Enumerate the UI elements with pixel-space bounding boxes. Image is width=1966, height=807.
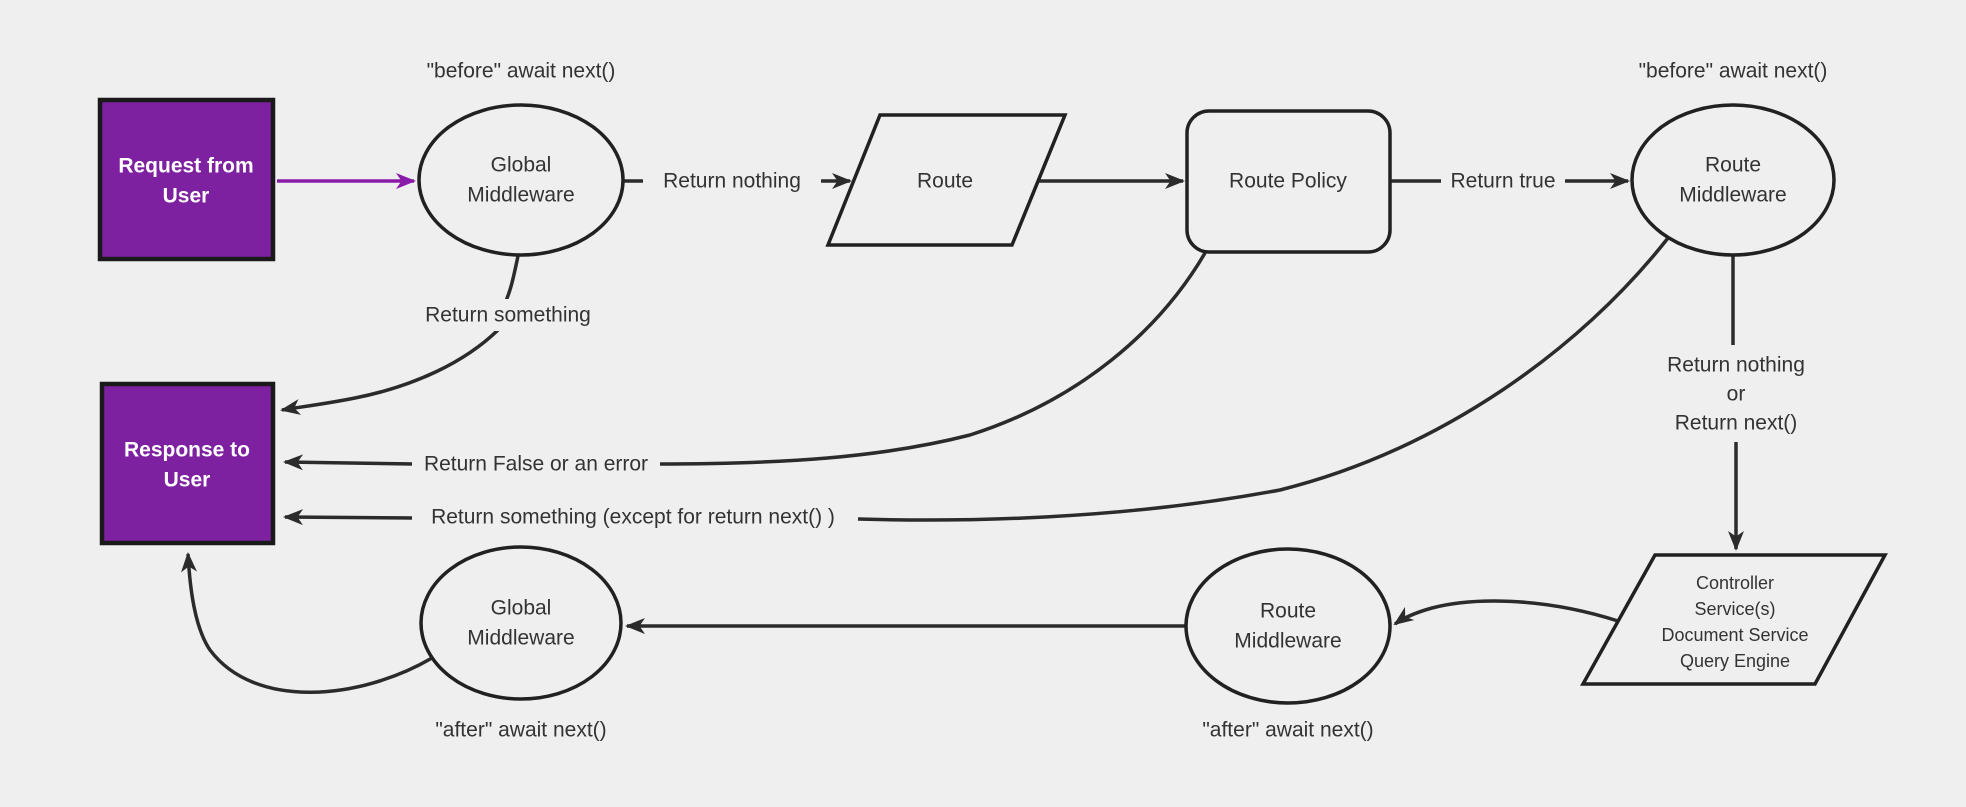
route-middleware-top-ellipse [1630, 103, 1836, 257]
response-to-user-box [99, 381, 276, 546]
edge-route-policy-return-false-curve [657, 252, 1207, 466]
label-bg-return-something [410, 299, 606, 331]
node-controller-services: Controller Service(s) Document Service Q… [1580, 553, 1888, 686]
label-return-something: Return something [425, 304, 591, 327]
label-return-false: Return False or an error [424, 453, 648, 476]
label-return-nothing-or-line1: Return nothing [1667, 354, 1805, 377]
label-return-something-except: Return something (except for return next… [431, 506, 835, 529]
global-middleware-bottom-label-line2: Middleware [467, 627, 574, 650]
controller-label-line2: Service(s) [1694, 599, 1775, 619]
route-middleware-bottom-label-line2: Middleware [1234, 630, 1341, 653]
global-middleware-bottom-label-line1: Global [491, 597, 552, 620]
label-bg-return-nothing-or [1648, 349, 1824, 441]
response-to-user-label-line1: Response to [124, 439, 250, 462]
edge-global-middleware-return-something-upper [503, 255, 520, 304]
edge-global-middleware-return-something-lower [280, 328, 500, 415]
route-policy-rect [1185, 109, 1392, 254]
label-bg-return-false [412, 448, 660, 480]
edge-route-middleware-return-something-arrow [283, 509, 415, 526]
node-route-middleware-bottom: Route Middleware [1184, 547, 1392, 705]
request-from-user-box [97, 97, 276, 262]
label-after-await-next-right: "after" await next() [1202, 719, 1373, 742]
node-global-middleware-bottom: Global Middleware [419, 545, 623, 701]
controller-label-line4: Query Engine [1680, 651, 1790, 671]
label-return-nothing-or-line2: or [1727, 383, 1746, 406]
route-middleware-bottom-label-line1: Route [1260, 600, 1316, 623]
edge-route-policy-return-false-arrow [283, 454, 415, 471]
controller-parallelogram [1580, 553, 1888, 686]
node-route-middleware-top: Route Middleware [1630, 103, 1836, 257]
global-middleware-top-ellipse [417, 103, 625, 257]
route-middleware-top-label-line2: Middleware [1679, 184, 1786, 207]
edge-global-middleware-bottom-to-response [181, 552, 433, 694]
label-after-await-next-left: "after" await next() [435, 719, 606, 742]
route-middleware-top-label-line1: Route [1705, 154, 1761, 177]
node-request-from-user: Request from User [97, 97, 276, 262]
route-label: Route [917, 170, 973, 193]
edge-controller-to-route-middleware-bottom [1393, 599, 1619, 626]
global-middleware-top-label-line2: Middleware [467, 184, 574, 207]
global-middleware-bottom-ellipse [419, 545, 623, 701]
node-response-to-user: Response to User [99, 381, 276, 546]
label-bg-return-true [1441, 165, 1565, 197]
node-global-middleware-top: Global Middleware [417, 103, 625, 257]
node-route-policy: Route Policy [1185, 109, 1392, 254]
label-before-await-next-right: "before" await next() [1639, 60, 1828, 83]
label-bg-return-nothing [643, 165, 821, 197]
controller-label-line3: Document Service [1661, 625, 1808, 645]
route-middleware-bottom-ellipse [1184, 547, 1392, 705]
request-from-user-label-line2: User [163, 185, 210, 208]
label-bg-return-something-except [412, 501, 854, 533]
route-policy-label: Route Policy [1229, 170, 1347, 193]
route-parallelogram [825, 113, 1068, 247]
label-return-nothing-or-line3: Return next() [1675, 412, 1798, 435]
label-return-true: Return true [1450, 170, 1555, 193]
label-before-await-next-left: "before" await next() [427, 60, 616, 83]
request-from-user-label-line1: Request from [118, 155, 253, 178]
response-to-user-label-line2: User [164, 469, 211, 492]
edge-route-middleware-return-something-curve [857, 236, 1670, 522]
controller-label-line1: Controller [1696, 573, 1774, 593]
node-route: Route [825, 113, 1068, 247]
global-middleware-top-label-line1: Global [491, 154, 552, 177]
label-return-nothing: Return nothing [663, 170, 801, 193]
